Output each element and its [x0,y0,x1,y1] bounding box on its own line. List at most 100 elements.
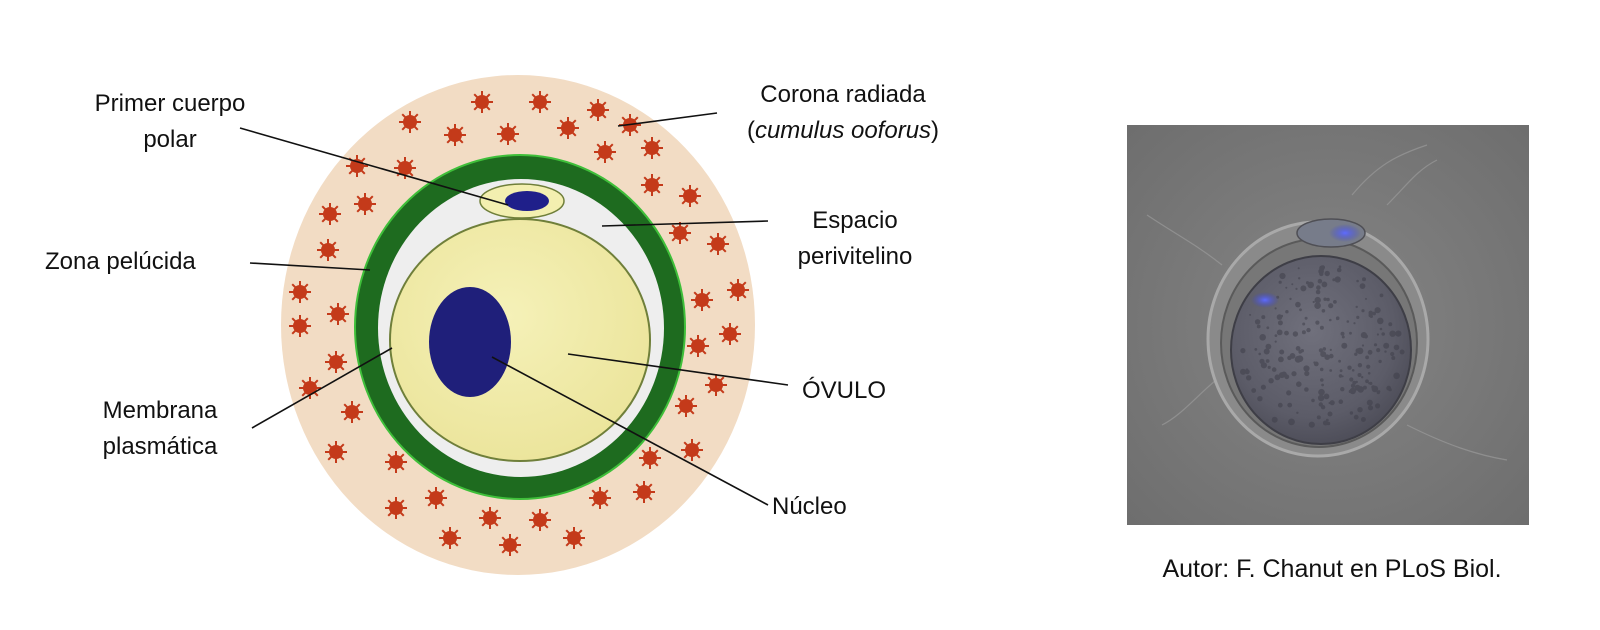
follicle-cell-spike [704,291,711,298]
follicle-cell-spike [343,403,350,410]
follicle-cell-spike [707,387,714,394]
cytoplasm-granule [1390,351,1395,357]
follicle-cell-spike [559,130,566,137]
cytoplasm-granule [1352,380,1357,385]
follicle-cell [345,405,359,419]
follicle-cell-spike [499,136,506,143]
follicle-cell-spike [367,195,374,202]
follicle-cell-spike [689,337,696,344]
cytoplasm-granule [1291,371,1297,377]
follicle-cell [389,455,403,469]
follicle-cell-spike [401,113,408,120]
cytoplasm-granule [1388,322,1393,327]
cytoplasm-granule [1286,390,1292,396]
cytoplasm-granule [1360,417,1366,422]
cytoplasm-granule [1320,378,1324,382]
follicle-cell [448,128,462,142]
cytoplasm-granule [1365,297,1367,300]
follicle-cell [673,226,687,240]
follicle-cell [567,531,581,545]
leader-espacio [601,220,769,227]
cytoplasm-granule [1369,314,1373,318]
follicle-cell-spike [682,235,689,242]
follicle-cell [403,115,417,129]
cytoplasm-granule [1268,378,1274,384]
follicle-cell-spike [729,281,736,288]
cytoplasm-granule [1319,325,1324,330]
cytoplasm-granule [1354,352,1358,356]
follicle-cell-spike [694,441,701,448]
cytoplasm-granule [1317,394,1325,402]
cytoplasm-granule [1256,324,1261,329]
cytoplasm-granule [1361,376,1364,379]
follicle-cell [709,378,723,392]
follicle-cell-spike [607,154,614,161]
cytoplasm-granule [1278,372,1285,379]
follicle-cell-spike [338,364,345,371]
follicle-cell-spike [632,116,639,123]
cytoplasm-granule [1319,265,1325,271]
cytoplasm-granule [1367,349,1373,355]
cytoplasm-granule [1296,355,1304,362]
follicle-cell [645,141,659,155]
leader-zona [249,262,371,271]
follicle-cell-spike [356,195,363,202]
cytoplasm-granule [1318,402,1323,407]
follicle-cell-spike [576,529,583,536]
cytoplasm-granule [1240,368,1247,375]
follicle-cell-spike [312,379,319,386]
leader-ovulo [567,353,789,386]
cytoplasm-granule [1393,344,1400,351]
follicle-cell-spike [512,536,519,543]
follicle-cell-spike [643,187,650,194]
follicle-cell-spike [683,441,690,448]
cytoplasm-granule [1274,334,1278,337]
follicle-cell-spike [671,235,678,242]
cytoplasm-granule [1285,310,1289,314]
cytoplasm-granule [1254,348,1258,351]
follicle-cell-spike [291,328,298,335]
follicle-cell-spike [531,522,538,529]
follicle-cell [443,531,457,545]
follicle-cell [683,189,697,203]
follicle-cell-spike [446,137,453,144]
follicle-cell-spike [589,112,596,119]
follicle-cell [637,485,651,499]
label-espacio-line1: Espacio [812,207,898,234]
follicle-cell-spike [621,127,628,134]
cytoplasm-granule [1348,389,1352,394]
cytoplasm-granule [1266,326,1270,330]
follicle-cell-spike [607,143,614,150]
follicle-cell [645,178,659,192]
cytoplasm-granule [1374,307,1381,314]
cytoplasm-granule [1375,403,1381,409]
cytoplasm-granule [1333,300,1337,304]
cytoplasm-granule [1304,316,1308,320]
follicle-cell-spike [484,93,491,100]
follicle-cell-spike [452,540,459,547]
follicle-cell-spike [398,453,405,460]
cytoplasm-granule [1362,277,1366,282]
follicle-cell-spike [332,205,339,212]
cytoplasm-granule [1314,302,1321,309]
cytoplasm-granule [1327,411,1333,417]
follicle-cell-spike [481,509,488,516]
follicle-cell [358,197,372,211]
follicle-cell-spike [542,104,549,111]
follicle-cell-spike [329,316,336,323]
cytoplasm-granule [1368,310,1373,315]
cytoplasm-granule [1261,315,1266,320]
follicle-cell-spike [709,235,716,242]
cytoplasm-granule [1335,316,1340,320]
cytoplasm-granule [1366,364,1371,369]
follicle-cell-spike [501,536,508,543]
follicle-cell-spike [654,139,661,146]
follicle-cell-spike [740,281,747,288]
cytoplasm-granule [1391,356,1396,360]
follicle-cell [695,293,709,307]
cytoplasm-granule [1349,331,1352,335]
cytoplasm-granule [1346,320,1350,323]
follicle-cell-spike [427,500,434,507]
follicle-cell-spike [721,325,728,332]
follicle-cell-spike [531,511,538,518]
